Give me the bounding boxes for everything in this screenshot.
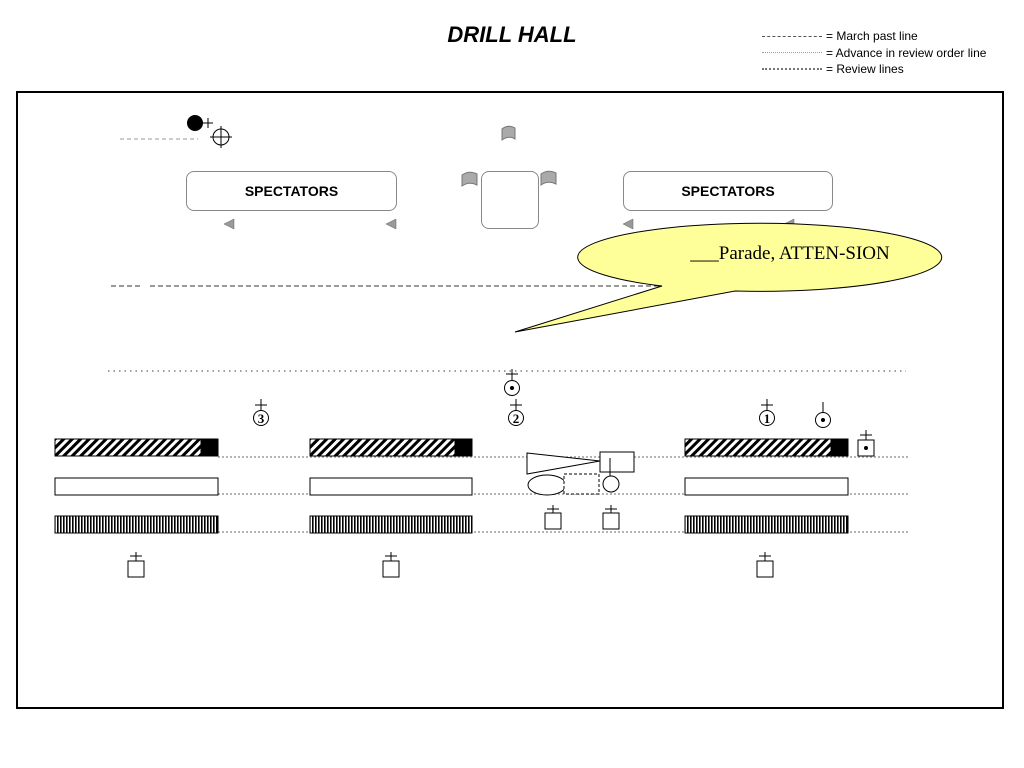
flag-icon	[501, 125, 516, 141]
commander-marker-icon	[504, 369, 520, 396]
legend-label: = March past line	[826, 29, 918, 44]
company-1-formation	[684, 438, 849, 534]
company-3-commander-icon	[253, 399, 269, 426]
diagram-title: DRILL HALL	[447, 22, 577, 47]
band-member-icon	[602, 505, 620, 530]
spectators-stand-right: SPECTATORS	[623, 171, 833, 211]
rear-marker-icon	[382, 552, 400, 578]
band-member-icon	[544, 505, 562, 530]
spectators-stand-left: SPECTATORS	[186, 171, 397, 211]
direction-arrow-icon	[385, 218, 397, 230]
company-2-commander-icon	[508, 399, 524, 426]
right-marker-icon	[857, 430, 875, 457]
legend-review: = Review lines	[762, 61, 986, 78]
legend-label: = Review lines	[826, 62, 904, 77]
speech-bubble-text: ___Parade, ATTEN-SION	[690, 243, 890, 264]
parade-commander-symbol	[187, 115, 213, 131]
company-3-formation	[54, 438, 219, 534]
flag-icon	[540, 170, 557, 186]
company-2-formation	[309, 438, 473, 534]
position-marker-3: 3	[258, 411, 265, 426]
reviewing-dais	[481, 171, 539, 229]
advance-line-sample	[762, 52, 822, 54]
direction-arrow-icon	[223, 218, 235, 230]
guide-marker-icon	[815, 402, 831, 428]
flag-icon	[461, 171, 478, 187]
company-1-commander-icon	[759, 399, 775, 426]
legend-march-past: = March past line	[762, 28, 986, 45]
march-past-line-sample	[762, 35, 822, 37]
review-line-sample	[762, 68, 822, 71]
legend: = March past line = Advance in review or…	[762, 28, 986, 78]
reviewing-officer-crosshair-icon	[210, 126, 232, 148]
drill-hall-boundary	[16, 91, 1004, 709]
rear-marker-icon	[127, 552, 145, 578]
legend-advance: = Advance in review order line	[762, 45, 986, 62]
speech-bubble	[514, 222, 943, 333]
legend-label: = Advance in review order line	[826, 45, 987, 60]
rear-marker-icon	[756, 552, 774, 578]
direction-arrow-icon	[622, 218, 634, 230]
position-marker-1: 1	[764, 411, 771, 426]
position-marker-2: 2	[513, 411, 520, 426]
band-formation	[526, 451, 635, 496]
